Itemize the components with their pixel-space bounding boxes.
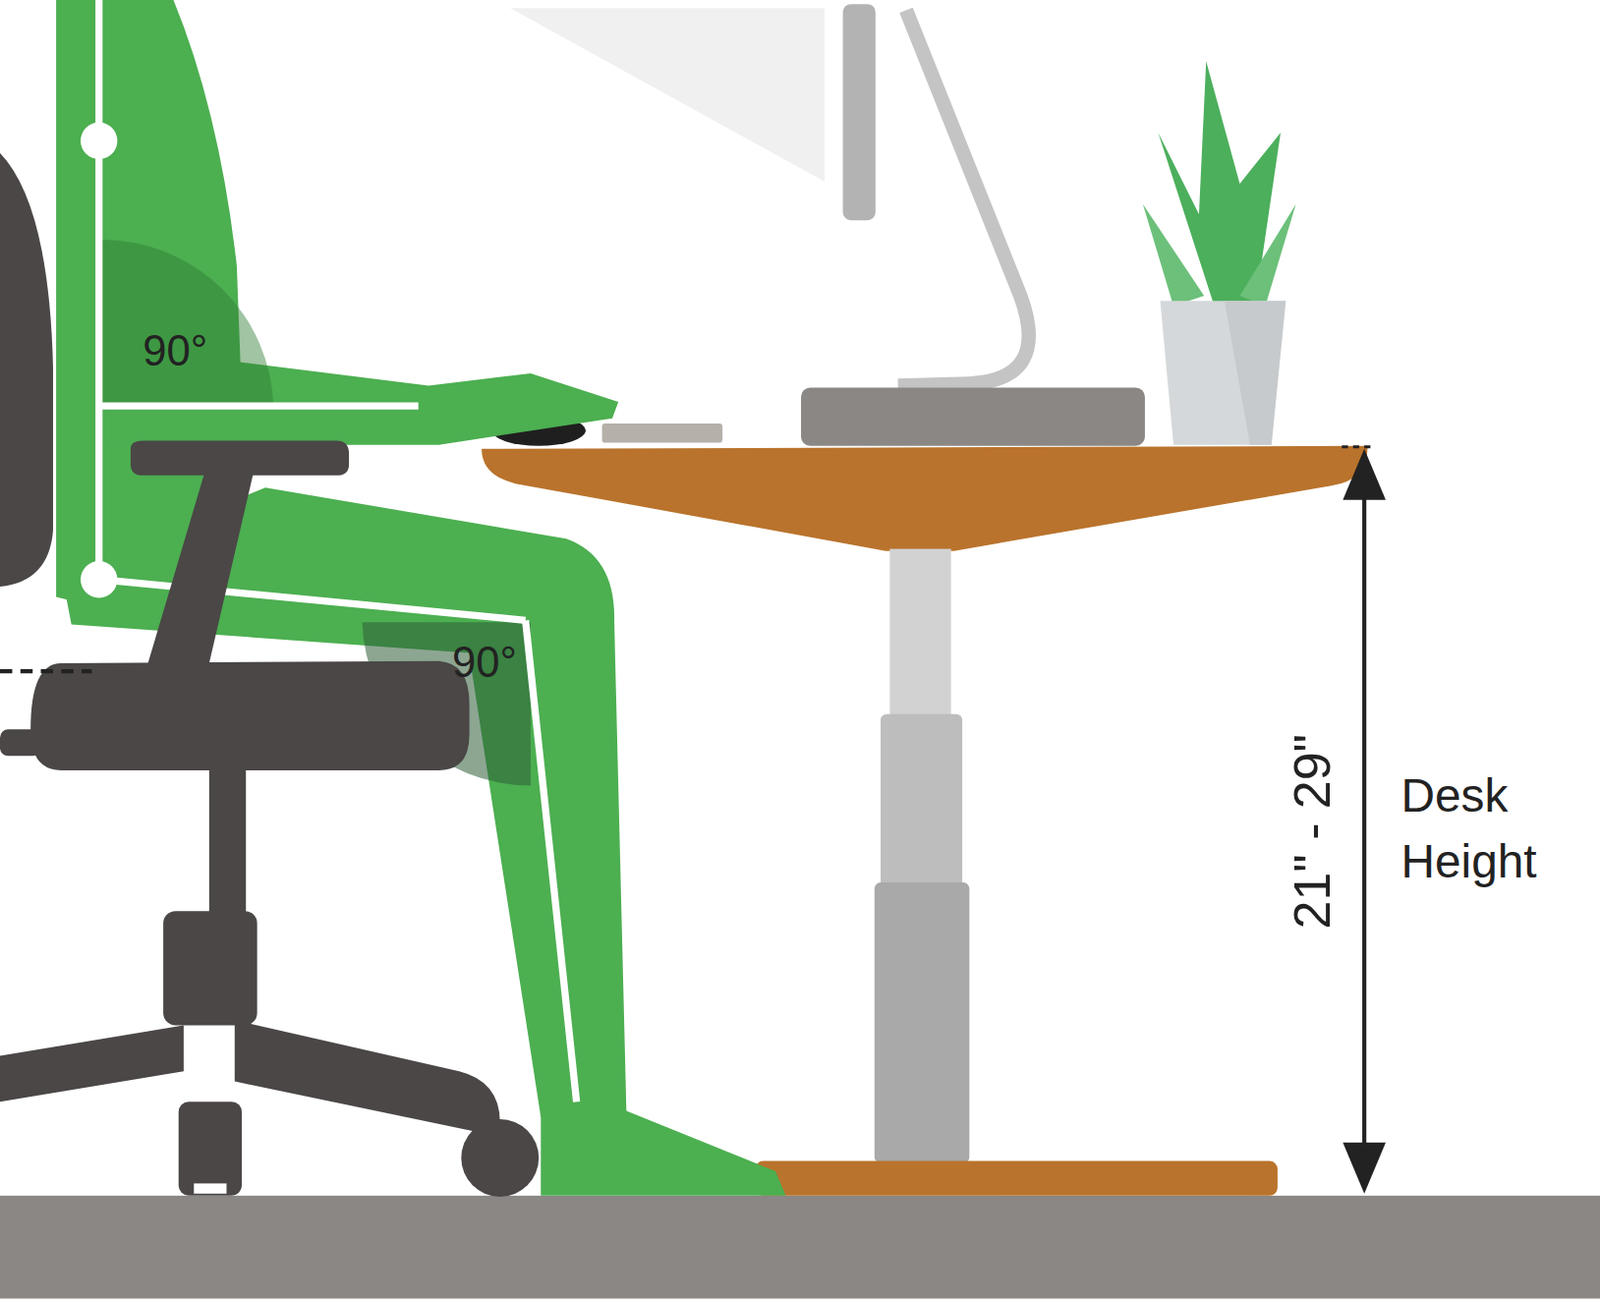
plant [1142,60,1297,445]
monitor [510,3,1145,447]
floor [0,1196,1600,1299]
person [56,0,786,1197]
dimension-label: 21" - 29" [1282,734,1342,929]
angle-label: 90° [142,326,208,376]
chair-front [0,441,470,771]
axis-label: Desk Height [1401,763,1596,895]
angle-label: 90° [452,638,517,688]
dimension-arrow [1341,447,1386,1195]
